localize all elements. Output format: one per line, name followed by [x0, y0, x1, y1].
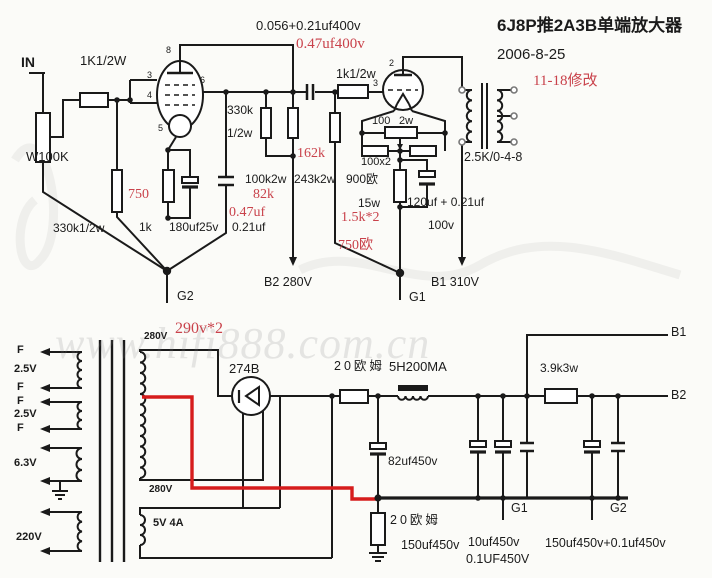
rectifier-label: 274B — [229, 361, 260, 376]
winding1-f-bot-label: F — [17, 381, 24, 393]
amp-resistors — [35, 84, 437, 213]
choke-label: 5H200MA — [389, 359, 447, 374]
amp-g2-label: G2 — [177, 289, 194, 303]
v2-cathode-resistor-red2-label: 750欧 — [338, 238, 373, 253]
amp-capacitors — [218, 84, 315, 187]
schematic-revision: 11-18修改 — [533, 73, 598, 89]
amp-b1-label: B1 310V — [431, 275, 479, 289]
schematic-date: 2006-8-25 — [497, 46, 566, 63]
psu-b1-label: B1 — [671, 325, 687, 339]
input-label: IN — [21, 54, 35, 70]
hum-resistors-label: 100x2 — [361, 156, 391, 168]
v1-plate-resistor2-red-label: 82k — [253, 187, 274, 202]
winding1-voltage-label: 2.5V — [14, 363, 37, 375]
winding2-voltage-label: 2.5V — [14, 408, 37, 420]
v2-grid-stopper-label: 1k1/2w — [336, 67, 376, 81]
v2-pin2-label: 2 — [389, 58, 395, 68]
tube-6j8p — [156, 60, 204, 151]
v1-plate-resistor1-label: 330k — [227, 103, 254, 117]
power-transformer — [50, 340, 147, 562]
tube-274b — [231, 376, 271, 416]
v1-plate-resistor1-watt-label: 1/2w — [227, 126, 253, 140]
v2-cathode-resistor-red-label: 1.5k*2 — [341, 210, 380, 225]
output-transformer — [465, 83, 504, 149]
v1-pin5-label: 5 — [158, 123, 164, 133]
psu-g2-label: G2 — [610, 501, 627, 515]
winding2-f-bot-label: F — [17, 422, 24, 434]
red-wire — [142, 395, 377, 501]
amp-wires — [29, 44, 511, 303]
divider-resistor-label: 3.9k3w — [540, 361, 579, 375]
v2-cathode-resistor-label: 900欧 — [346, 172, 379, 186]
rectifier-filament-label: 5V 4A — [153, 517, 184, 529]
v2-cathode-resistor-watt-label: 15w — [358, 196, 381, 210]
amp-electrolytics — [181, 170, 436, 189]
winding3-voltage-label: 6.3V — [14, 457, 37, 469]
volume-pot-body — [35, 112, 51, 163]
cap-150uf-b2-label: 150uf450v+0.1uf450v — [545, 536, 666, 550]
cap-01uf-label: 0.1UF450V — [466, 552, 530, 566]
coupling-cap-label: 0.056+0.21uf400v — [256, 18, 361, 33]
psu-components — [339, 385, 625, 546]
hv-bottom-label: 280V — [149, 484, 173, 495]
v1-pin3-label: 3 — [147, 70, 153, 80]
volume-pot-label: W100K — [26, 149, 69, 164]
cap-82uf-label: 82uf450v — [388, 454, 438, 468]
v1-cathode-resistor-red-label: 750 — [128, 187, 149, 202]
winding2-f-top-label: F — [17, 395, 24, 407]
v1-plate-resistor2-label: 100k2w — [245, 172, 287, 186]
amp-b2-label: B2 280V — [264, 275, 312, 289]
input-grid-resistor-label: 1K1/2W — [80, 53, 127, 68]
hv-red-label: 290v*2 — [175, 320, 223, 337]
junction-dots — [114, 89, 621, 502]
hum-pot-label: 100 — [372, 115, 391, 127]
hum-pot-watt-label: 2w — [399, 115, 414, 127]
output-transformer-label: 2.5K/0-4-8 — [464, 150, 523, 164]
arrowheads — [40, 144, 466, 555]
psu-b2-label: B2 — [671, 388, 687, 402]
psu-g1-label: G1 — [511, 501, 528, 515]
cap-150uf-label: 150uf450v — [401, 538, 460, 552]
v1-pin4-label: 4 — [147, 90, 153, 100]
v2-grid-leak-label: 243k2w — [294, 172, 336, 186]
cap-10uf-label: 10uf450v — [468, 535, 520, 549]
v1-cathode-cap-label: 180uf25v — [169, 220, 219, 234]
terminal-circles — [458, 86, 518, 146]
winding1-f-top-label: F — [17, 344, 24, 356]
v1-bypass-cap-label: 0.21uf — [232, 220, 266, 234]
ground-resistor-label: 20欧姆 — [390, 513, 441, 527]
dropper-resistor-label: 20欧姆 — [334, 359, 385, 373]
v1-pin6-label: 6 — [200, 75, 206, 85]
schematic-title: 6J8P推2A3B单端放大器 — [497, 16, 683, 35]
hv-top-label: 280V — [144, 331, 168, 342]
v1-pin8-label: 8 — [166, 45, 172, 55]
v1-bypass-cap-red-label: 0.47uf — [229, 205, 266, 220]
tube-2a3 — [382, 69, 424, 112]
coupling-cap-red-label: 0.47uf400v — [296, 36, 365, 52]
choke-bar — [398, 385, 428, 391]
v2-cathode-cap-label: 120uf + 0.21uf — [407, 195, 485, 209]
v2-pin3-label: 3 — [373, 78, 379, 88]
input-grid-leak-label: 330k1/2w — [53, 221, 105, 235]
v1-cathode-resistor-label: 1k — [139, 220, 152, 234]
v2-cathode-cap-voltage-label: 100v — [428, 218, 455, 232]
mains-voltage-label: 220V — [16, 531, 42, 543]
v2-grid-leak-red-label: 162k — [297, 146, 325, 161]
amp-g1-label: G1 — [409, 290, 426, 304]
